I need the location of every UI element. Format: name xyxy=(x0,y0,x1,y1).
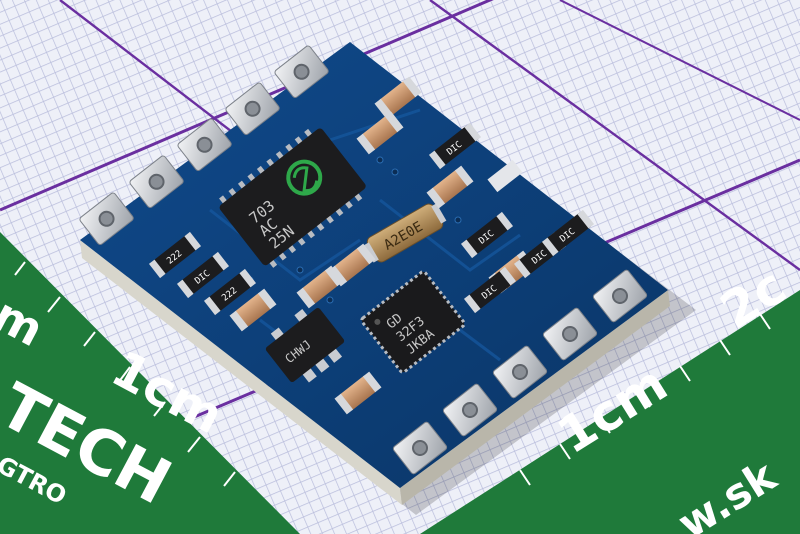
mat-green-right xyxy=(420,290,800,534)
mat-green-left xyxy=(0,232,300,534)
capacitor xyxy=(229,288,277,332)
pad-4 xyxy=(225,82,280,135)
capacitor xyxy=(356,111,404,155)
pad-2 xyxy=(129,155,184,208)
main-chip: 703 AC 25N xyxy=(219,128,366,268)
pad-row-right xyxy=(392,269,648,475)
logo-icon xyxy=(286,159,323,196)
capacitor xyxy=(296,265,344,309)
resistor-101-b: DIC xyxy=(428,122,482,170)
pad-5 xyxy=(274,45,329,98)
pad-10 xyxy=(592,269,648,323)
pad-row-left xyxy=(79,45,329,245)
pad-9 xyxy=(542,307,598,361)
capacitor xyxy=(334,371,382,415)
capacitor xyxy=(426,165,474,209)
resistors: 222 222 DIC DIC DIC DIC xyxy=(148,122,595,316)
pad-8 xyxy=(492,345,548,399)
sot-chip: CHWJ xyxy=(265,307,345,383)
mat-ticks xyxy=(14,261,771,487)
resistor-101-f: DIC xyxy=(463,266,517,314)
pcb-edge-front-right xyxy=(400,290,670,505)
resistor-222-b: 222 xyxy=(203,268,257,316)
pad-1 xyxy=(79,192,134,245)
qfn-chip: GD 32F3 JKBA xyxy=(360,270,466,374)
resistor-101-c: DIC xyxy=(460,211,514,259)
pad-3 xyxy=(177,118,232,171)
pad-7 xyxy=(442,383,498,437)
pcb-edge-front-left xyxy=(80,240,402,505)
capacitors xyxy=(229,76,536,415)
resistor-222-a: 222 xyxy=(148,231,202,279)
resistor-101-e: DIC xyxy=(541,209,595,257)
resistor-101-a: DIC xyxy=(176,251,230,299)
resistor-blank xyxy=(487,159,523,193)
pad-6 xyxy=(392,421,448,475)
